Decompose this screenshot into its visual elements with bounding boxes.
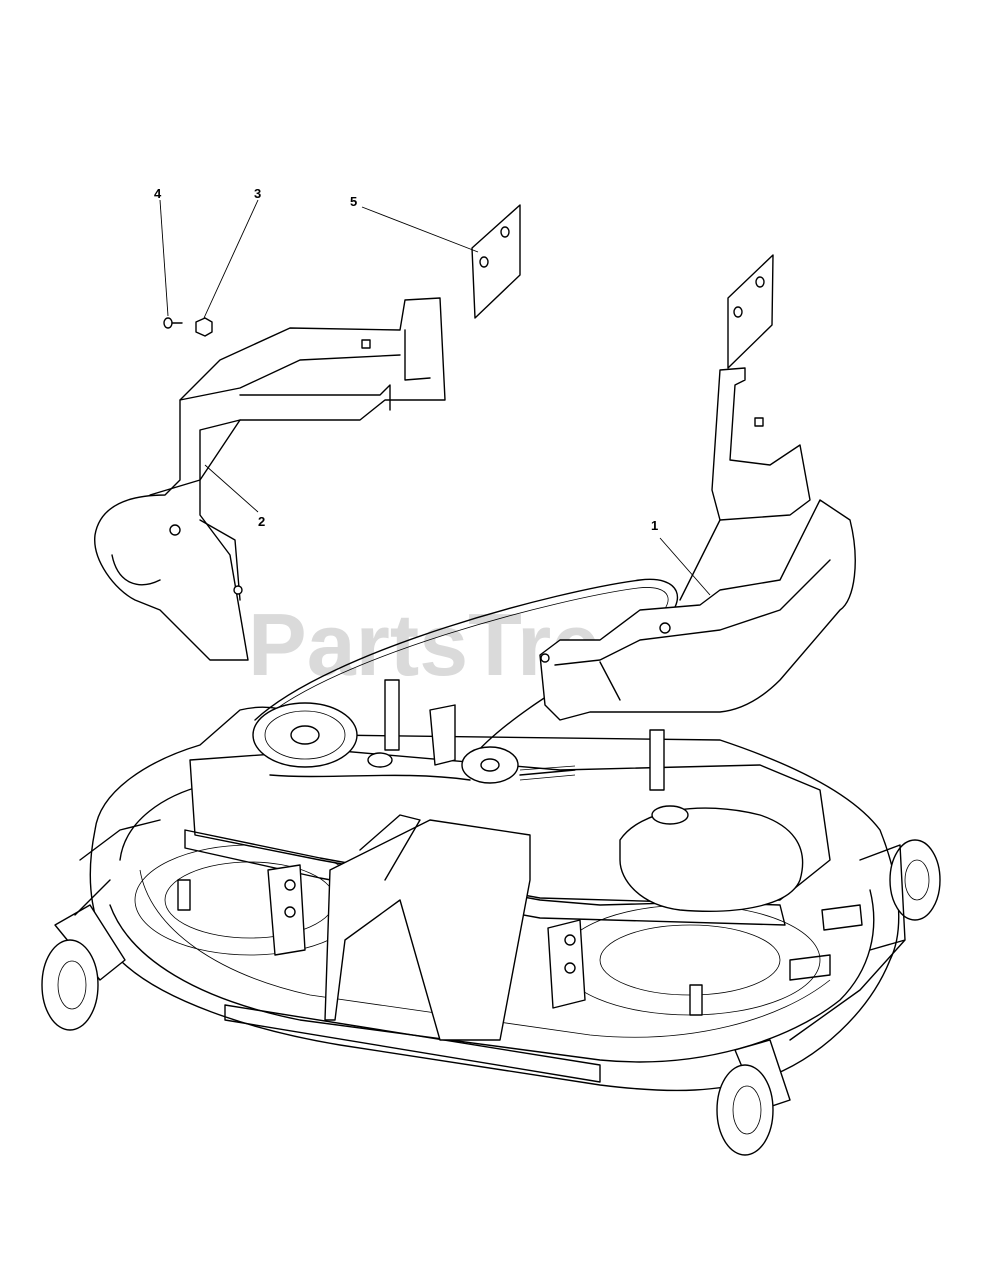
- callout-3: 3: [254, 186, 261, 201]
- mower-deck: [89, 679, 900, 1092]
- part-2-left-shield: [94, 297, 446, 661]
- part-1-right-shield: [539, 367, 856, 721]
- callout-1: 1: [651, 518, 658, 533]
- callout-2: 2: [258, 514, 265, 529]
- leader-lines: [159, 199, 711, 596]
- part-5-plates: [471, 204, 774, 369]
- part-3-nut: [195, 317, 213, 337]
- callout-5: 5: [350, 194, 357, 209]
- pulley-belt-assembly: [252, 578, 679, 784]
- deck-wheels: [41, 819, 941, 1156]
- part-4-screw: [163, 317, 183, 329]
- callout-4: 4: [154, 186, 162, 201]
